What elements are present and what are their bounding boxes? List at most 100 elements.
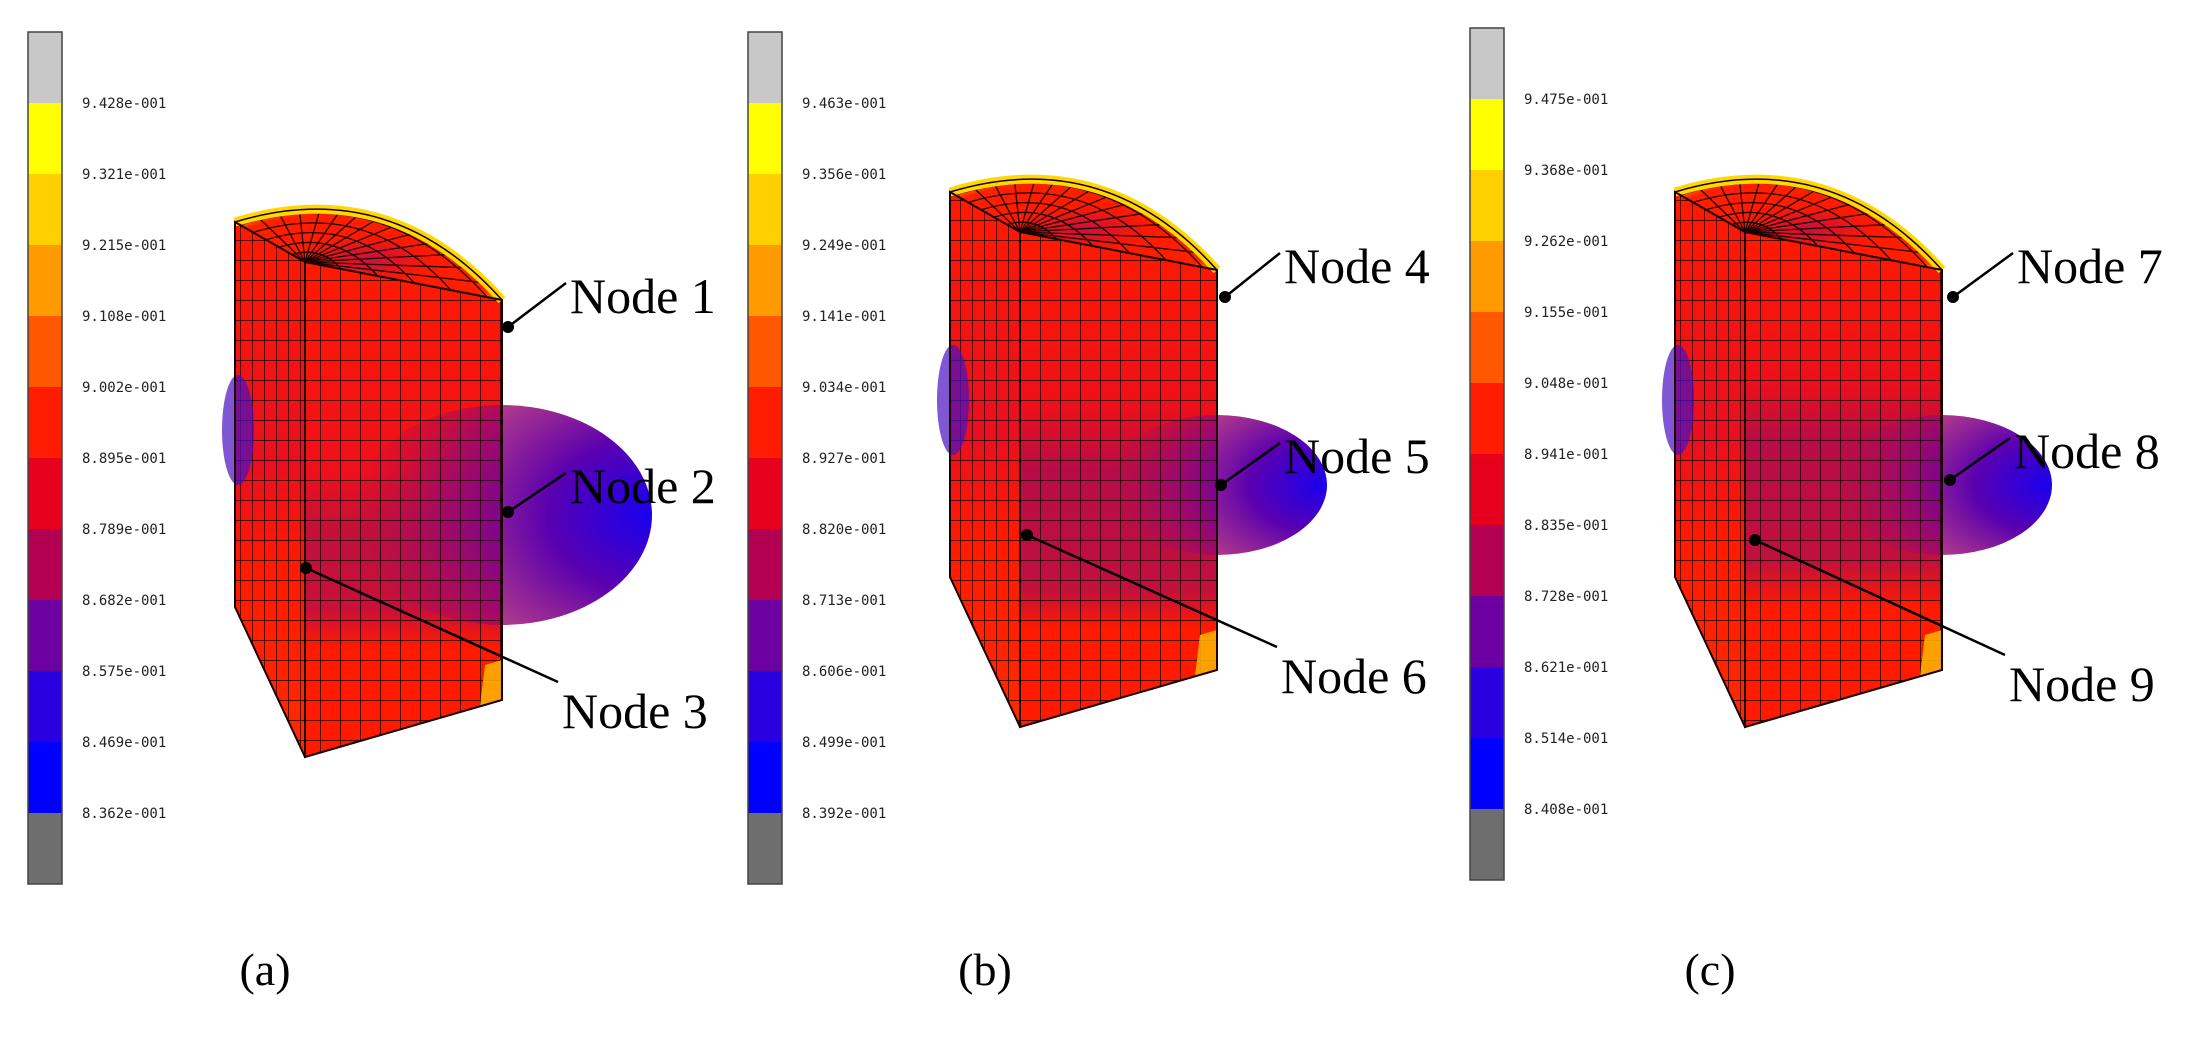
node-leader-line [1949,436,2011,482]
mesh-top-radial [304,210,341,263]
mesh-top-radial [1696,185,1746,233]
node-marker [502,321,514,333]
mesh-front-outline [1744,230,1943,729]
colorbar-tick-label: 9.002e-001 [82,380,166,396]
colorbar-tick-label: 8.835e-001 [1524,518,1608,534]
colorbar-segment [28,245,62,316]
mesh-body [937,174,1327,729]
colorbar-segment [28,671,62,742]
node-annotation: Node 9 [1749,534,2155,712]
mesh-left-cool-spot [937,345,969,455]
mesh-top-radial [1744,231,1926,254]
colorbar-tick-label: 9.356e-001 [802,167,886,183]
node-marker [1944,474,1956,486]
mesh-top-ring [265,232,415,284]
panel-caption: (c) [1684,944,1735,995]
mesh-top-ring [291,251,342,270]
colorbar-segment [1470,383,1504,454]
colorbar-segment [748,671,782,742]
colorbar-segment [1470,28,1504,99]
colorbar-segment [28,32,62,103]
mesh-left-cool-spot [1662,345,1694,455]
mesh-top-radial [304,212,361,263]
mesh-front-grid [305,262,502,757]
colorbar: 9.463e-0019.356e-0019.249e-0019.141e-001… [747,31,886,885]
mesh-top-radial [1717,181,1746,233]
node-annotation: Node 1 [502,268,716,333]
colorbar-tick-label: 9.249e-001 [802,238,886,254]
node-label: Node 2 [570,458,716,514]
colorbar-segment [748,458,782,529]
mesh-top-radial [1019,182,1076,233]
colorbar-tick-label: 8.728e-001 [1524,589,1608,605]
mesh-top-radial [304,253,453,263]
colorbar-tick-label: 9.428e-001 [82,96,166,112]
colorbar-segment [1470,99,1504,170]
colorbar-segment [1470,738,1504,809]
mesh-top-radial [1019,202,1132,233]
colorbar-segment [748,600,782,671]
mesh-warm-corner [480,660,502,706]
mesh-top-ring [1705,202,1855,254]
mesh-top-radial [1013,179,1021,233]
colorbar-tick-label: 9.034e-001 [802,380,886,396]
node-leader-line [507,471,567,514]
node-annotation: Node 8 [1944,423,2160,486]
mesh-left-cool-spot [222,375,254,485]
mesh-top-ring [1731,221,1782,240]
colorbar-tick-label: 9.108e-001 [82,309,166,325]
colorbar-tick-label: 8.514e-001 [1524,731,1608,747]
mesh-top-rim-edge [234,208,503,301]
mesh-top-radial [1744,182,1801,233]
node-leader-line [1220,441,1281,487]
mesh-top-rim-edge [1674,178,1943,271]
colorbar-segment [748,316,782,387]
mesh-top-ring [993,211,1094,247]
mesh-top-radial [1744,180,1781,233]
colorbar-frame [1469,27,1505,881]
node-label: Node 6 [1281,648,1427,704]
mesh-top-radial [1019,193,1114,233]
node-leader-line [1754,538,2006,657]
node-label: Node 1 [570,268,716,324]
colorbar-tick-label: 9.215e-001 [82,238,166,254]
mesh-left-grid [950,192,1020,727]
mesh-top-radial [1744,231,1910,239]
node-label: Node 7 [2017,238,2163,294]
colorbar-segment [1470,596,1504,667]
mesh-top-radial [304,217,380,263]
node-label: Node 5 [1284,428,1430,484]
colorbar-tick-label: 9.048e-001 [1524,376,1608,392]
node-marker [1749,534,1761,546]
colorbar-tick-label: 9.155e-001 [1524,305,1608,321]
mesh-top-ring [278,241,379,277]
node-marker [1947,291,1959,303]
mesh-top-radial [304,232,417,263]
mesh-top-radial [304,223,399,263]
mesh-top-radial [1744,211,1875,233]
panel-caption: (a) [239,944,290,995]
colorbar-segment [28,387,62,458]
colorbar-segment [28,742,62,813]
node-marker [1219,291,1231,303]
colorbar-segment [748,813,782,884]
colorbar-segment [28,813,62,884]
mesh-body [1662,174,2052,729]
mesh-top-radial [298,209,306,263]
colorbar-tick-label: 8.927e-001 [802,451,886,467]
colorbar-tick-label: 8.362e-001 [82,806,166,822]
colorbar-tick-label: 8.606e-001 [802,664,886,680]
node-marker [300,562,312,574]
mesh-left-grid [1675,192,1745,727]
colorbar-segment [748,174,782,245]
colorbar-tick-label: 8.621e-001 [1524,660,1608,676]
mesh-top-radial [1738,179,1746,233]
node-annotation: Node 6 [1021,529,1427,704]
mesh-top-radial [1019,231,1185,239]
colorbar-tick-label: 8.941e-001 [1524,447,1608,463]
colorbar-tick-label: 8.408e-001 [1524,802,1608,818]
node-marker [1215,479,1227,491]
node-annotation: Node 2 [502,458,716,518]
colorbar-segment [1470,667,1504,738]
